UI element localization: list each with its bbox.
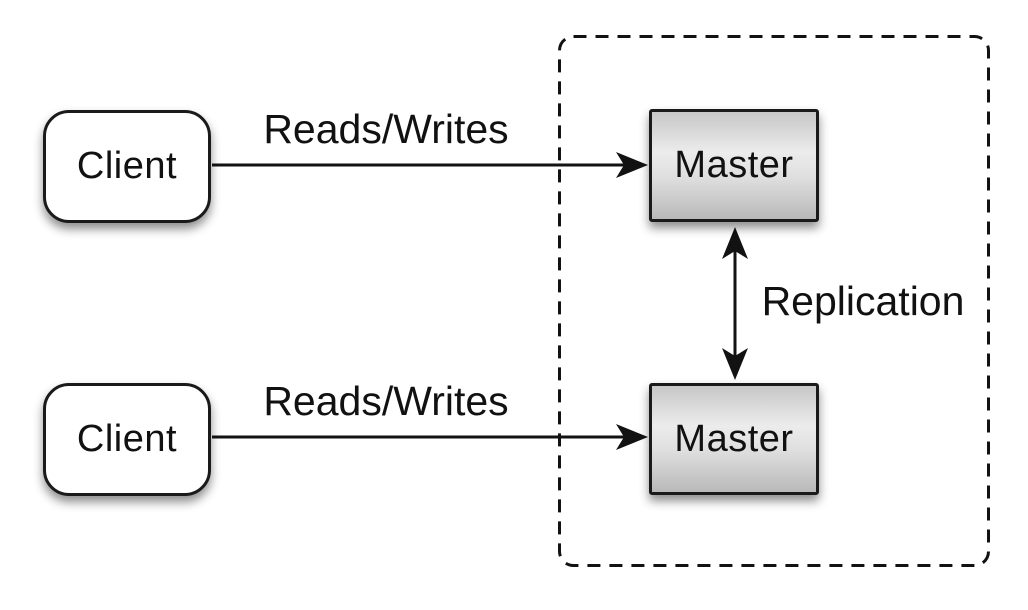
edge-label-replication: Replication <box>761 278 965 324</box>
node-client-bottom-label: Client <box>76 418 178 460</box>
node-client-top: Client <box>43 110 211 223</box>
edge-label-reads-writes-top: Reads/Writes <box>263 106 509 152</box>
arrowhead-up-icon <box>722 227 748 259</box>
arrowhead-down-icon <box>722 348 748 380</box>
node-master-bottom-label: Master <box>674 417 794 460</box>
edge-label-reads-writes-bottom: Reads/Writes <box>263 378 509 424</box>
edge-client-top-to-master-top <box>212 152 648 178</box>
node-master-bottom: Master <box>649 383 819 495</box>
node-client-top-label: Client <box>76 145 178 187</box>
arrowhead-right-icon <box>616 424 648 450</box>
arrowhead-right-icon <box>616 152 648 178</box>
replication-cluster-dashed-border <box>558 35 990 567</box>
edge-master-to-master <box>722 227 748 380</box>
edge-client-bottom-to-master-bottom <box>212 424 648 450</box>
node-master-top-label: Master <box>674 144 794 186</box>
node-client-bottom: Client <box>43 383 211 496</box>
node-master-top: Master <box>649 109 819 222</box>
